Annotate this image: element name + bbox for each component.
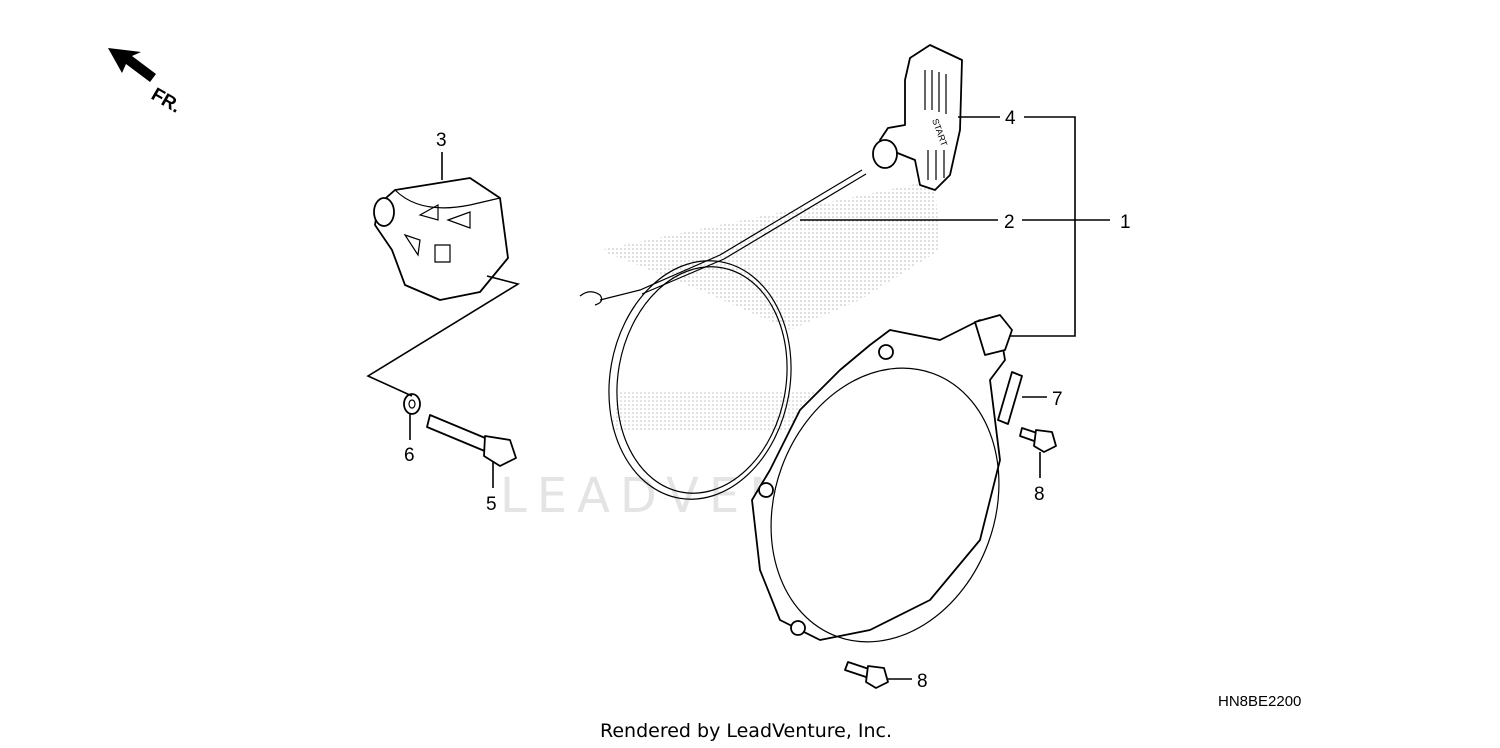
bolt-part-5: [426, 414, 517, 467]
clip-part-7: [997, 371, 1023, 425]
flange-bolt-part-8-lower: [844, 661, 889, 689]
flange-bolt-part-8-upper: [1019, 427, 1057, 453]
callout-8-upper: 8: [1034, 484, 1045, 505]
callout-6: 6: [404, 445, 415, 466]
recoil-starter-housing-part-1: [751, 314, 1013, 643]
starter-grip-part-4: START: [872, 44, 963, 191]
callout-7: 7: [1052, 389, 1063, 410]
callout-1: 1: [1120, 212, 1131, 233]
front-arrow-icon: FR.: [108, 48, 185, 118]
front-direction-label: FR.: [148, 84, 185, 117]
credit-text: Rendered by LeadVenture, Inc.: [600, 720, 892, 742]
leader-lines: [366, 116, 1110, 680]
diagram-code: HN8BE2200: [1218, 693, 1301, 710]
callout-4: 4: [1005, 108, 1016, 129]
callout-5: 5: [486, 494, 497, 515]
callout-2: 2: [1004, 212, 1015, 233]
starter-rope-part-2: [579, 169, 867, 500]
callout-3: 3: [436, 130, 447, 151]
callout-8-lower: 8: [917, 671, 928, 692]
starter-pulley-part-3: [373, 177, 509, 301]
washer-part-6: [403, 393, 421, 415]
